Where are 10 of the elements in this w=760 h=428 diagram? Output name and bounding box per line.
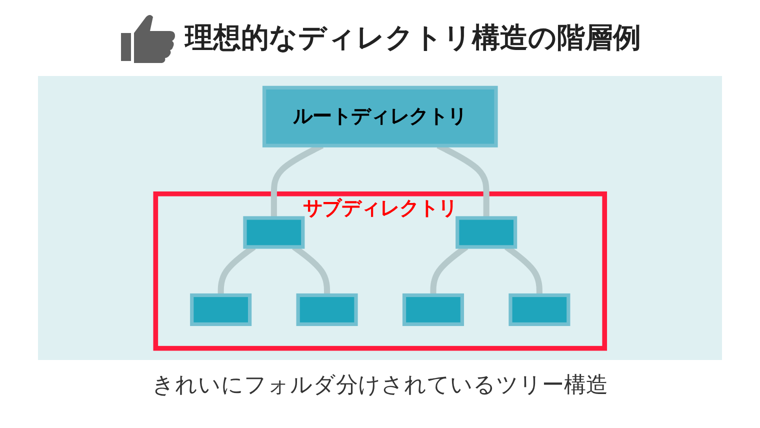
node-folder (190, 293, 252, 326)
node-folder (508, 293, 570, 326)
caption: きれいにフォルダ分けされているツリー構造 (151, 372, 609, 400)
node-folder (402, 293, 464, 326)
cluster: サブディレクトリ (153, 191, 607, 351)
title: 理想的なディレクトリ構造の階層例 (185, 20, 641, 56)
node-box: ルートディレクトリ (262, 86, 498, 148)
node-folder (243, 216, 305, 249)
node-folder (296, 293, 358, 326)
node-folder (455, 216, 517, 249)
